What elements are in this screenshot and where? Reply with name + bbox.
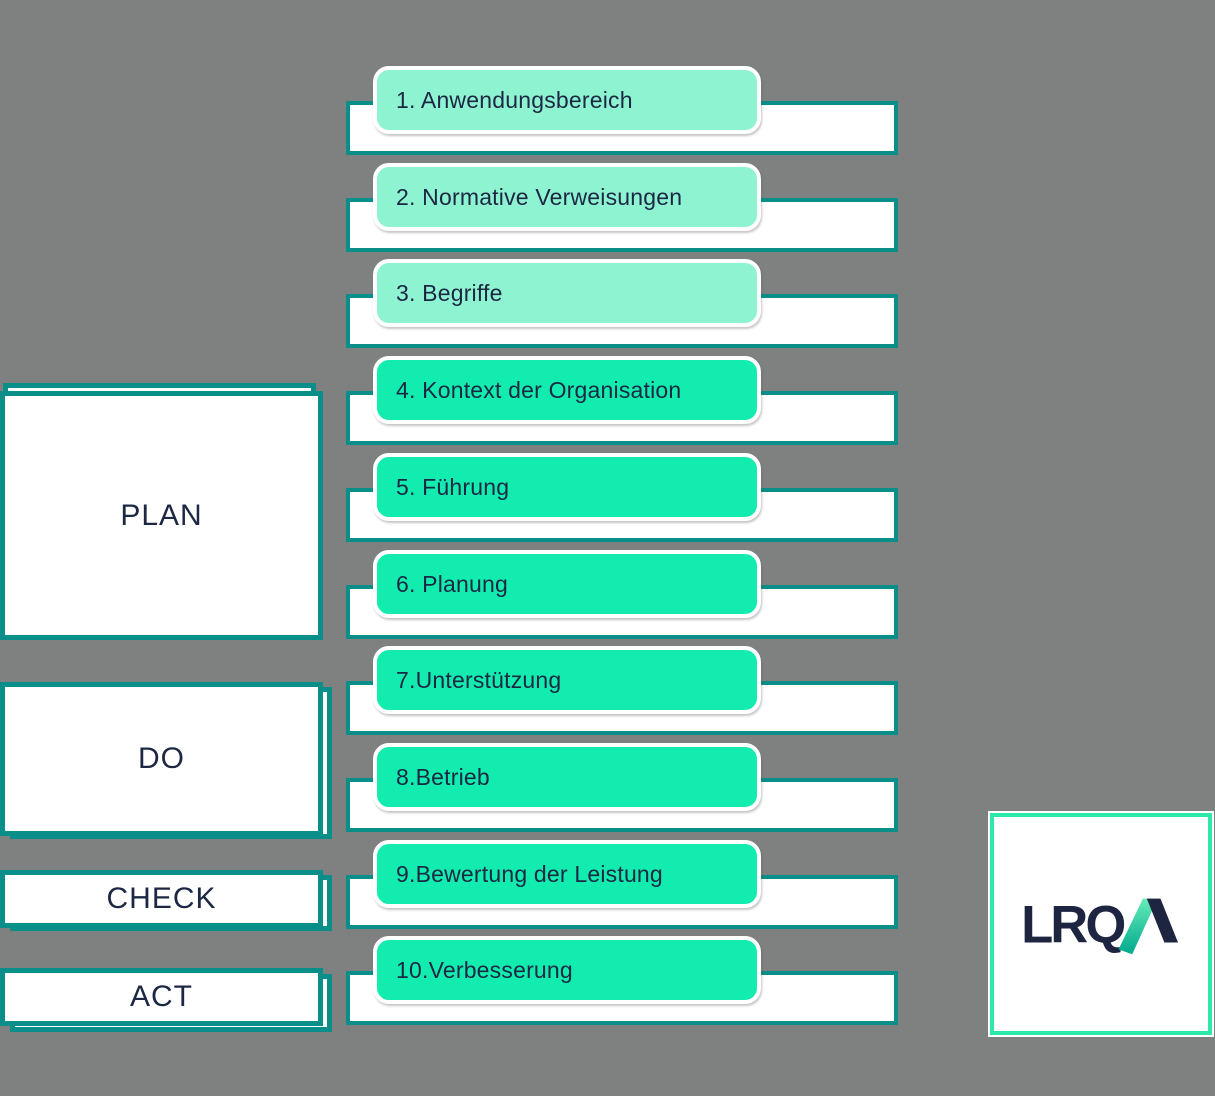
chapter-chip: 8.Betrieb xyxy=(373,743,761,811)
chapter-row-9: 9.Bewertung der Leistung xyxy=(346,840,898,929)
chapter-chip: 7.Unterstützung xyxy=(373,646,761,714)
chapter-chip: 10.Verbesserung xyxy=(373,936,761,1004)
lrqa-logo-box: LRQ xyxy=(990,813,1212,1035)
chapter-row-5: 5. Führung xyxy=(346,453,898,542)
act-box-label: ACT xyxy=(0,968,323,1026)
chapter-row-1: 1. Anwendungsbereich xyxy=(346,66,898,155)
check-box: CHECK xyxy=(0,870,336,934)
chapter-row-3: 3. Begriffe xyxy=(346,259,898,348)
chapter-chip: 3. Begriffe xyxy=(373,259,761,327)
chapter-chip: 9.Bewertung der Leistung xyxy=(373,840,761,908)
plan-box: PLAN xyxy=(0,383,336,641)
do-box-label: DO xyxy=(0,682,323,836)
chapter-row-10: 10.Verbesserung xyxy=(346,936,898,1025)
chapter-row-7: 7.Unterstützung xyxy=(346,646,898,735)
chapter-row-4: 4. Kontext der Organisation xyxy=(346,356,898,445)
lrqa-text: LRQ xyxy=(1023,896,1124,955)
lrqa-logo: LRQ xyxy=(1023,896,1179,955)
chapter-chip: 1. Anwendungsbereich xyxy=(373,66,761,134)
plan-box-label: PLAN xyxy=(0,391,323,640)
lrqa-a-icon xyxy=(1118,898,1179,955)
check-box-label: CHECK xyxy=(0,870,323,928)
chapter-chip: 4. Kontext der Organisation xyxy=(373,356,761,424)
chapter-row-8: 8.Betrieb xyxy=(346,743,898,832)
chapter-chip: 5. Führung xyxy=(373,453,761,521)
act-box: ACT xyxy=(0,968,336,1034)
do-box: DO xyxy=(0,682,336,844)
chapter-chip: 6. Planung xyxy=(373,550,761,618)
chapter-chip: 2. Normative Verweisungen xyxy=(373,163,761,231)
chapter-row-2: 2. Normative Verweisungen xyxy=(346,163,898,252)
chapter-row-6: 6. Planung xyxy=(346,550,898,639)
